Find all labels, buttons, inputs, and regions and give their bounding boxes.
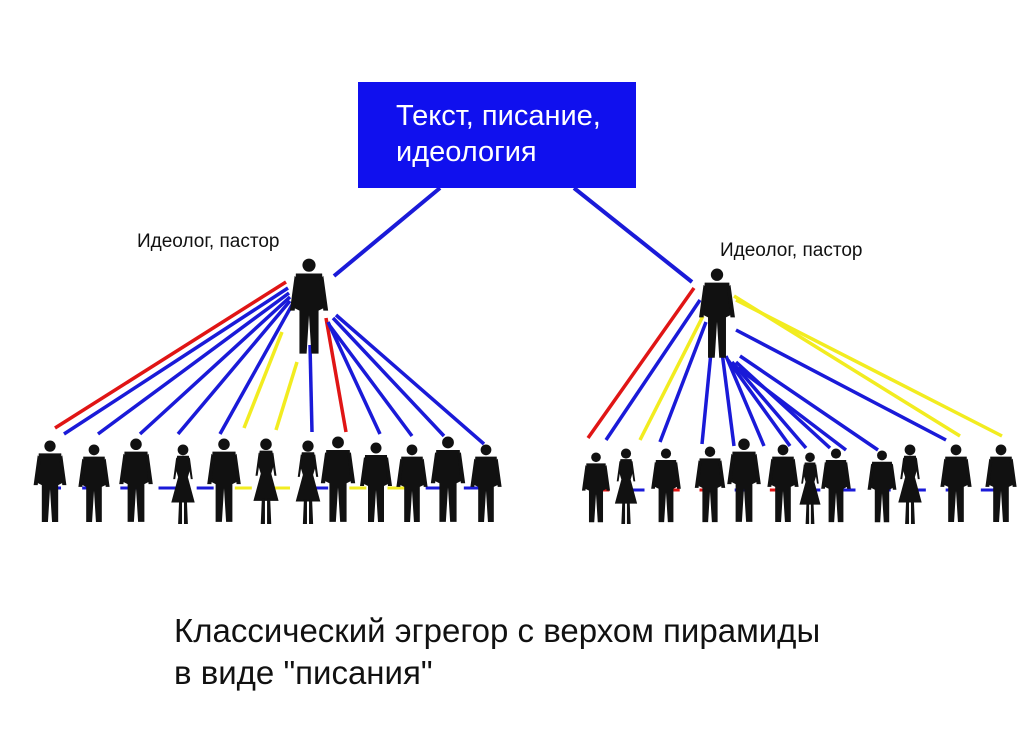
follower-figure-2-5 [727,438,761,522]
link-line-1-12 [328,324,414,438]
caption-line1: Классический эгрегор с верхом пирамиды [174,612,821,649]
follower-figure-1-4 [171,444,195,524]
connector-lines [44,186,1003,492]
link-line-2-1 [586,286,696,440]
follower-figure-2-9 [867,450,897,523]
follower-figure-2-2 [614,448,638,524]
follower-figure-1-1 [33,440,67,522]
leader-label-right: Идеолог, пастор [720,240,863,261]
link-line-1-5 [176,299,292,436]
link-line-2-3 [638,315,705,441]
link-line-2-15 [735,298,1003,438]
follower-figure-1-6 [253,438,279,524]
follower-figure-1-9 [360,442,392,522]
follower-figure-1-10 [396,444,428,523]
link-line-2-8 [726,358,792,448]
link-line-2-12 [739,354,879,452]
link-line-2-9 [730,360,808,450]
follower-figure-1-12 [470,444,502,523]
leader-label-left: Идеолог, пастор [137,231,280,252]
follower-figure-2-8 [821,448,851,523]
follower-figure-2-6 [767,444,799,523]
link-line-1-11 [326,321,382,435]
follower-figure-2-7 [799,452,821,524]
link-line-2-2 [604,299,702,441]
leaders [289,258,735,358]
follower-figure-2-12 [985,444,1017,523]
follower-figure-2-4 [694,446,726,523]
diagram-caption: Классический эгрегор с верхом пирамиды в… [174,610,820,694]
link-line-2-13 [735,328,947,442]
link-line-1-6 [218,304,294,435]
follower-figure-1-7 [295,440,321,524]
follower-figure-2-11 [940,444,972,523]
follower-figure-1-3 [119,438,153,522]
follower-figure-1-8 [320,436,356,522]
link-line-1-8 [274,361,299,431]
link-line-1-1 [54,280,287,430]
link-line-2-11 [736,366,848,452]
box-to-leader-left-line [332,186,442,278]
box-to-leader-right-line [572,186,694,284]
follower-figure-1-5 [207,438,241,522]
follower-figure-1-2 [78,444,110,523]
link-line-2-4 [658,321,708,443]
link-line-1-7 [242,331,284,429]
link-line-2-5 [700,341,714,445]
link-line-2-7 [724,355,766,447]
link-line-1-3 [96,291,291,436]
link-line-1-14 [334,313,486,446]
scripture-box: Текст, писание, идеология [358,82,636,188]
follower-figure-2-1 [581,452,611,523]
link-line-1-13 [331,316,446,438]
link-line-1-9 [308,344,314,433]
leader-figure-left [289,258,329,354]
link-line-2-6 [720,351,736,447]
scripture-box-line2: идеология [396,136,537,168]
link-line-1-2 [63,286,289,436]
follower-figure-2-10 [898,444,922,524]
follower-figure-2-3 [651,448,681,523]
caption-line2: в виде "писания" [174,654,433,691]
link-line-1-4 [138,295,292,436]
followers [33,436,1017,524]
leader-figure-right [699,268,735,358]
scripture-box-line1: Текст, писание, [396,100,601,132]
follower-figure-1-11 [430,436,466,522]
link-line-1-10 [324,317,348,433]
